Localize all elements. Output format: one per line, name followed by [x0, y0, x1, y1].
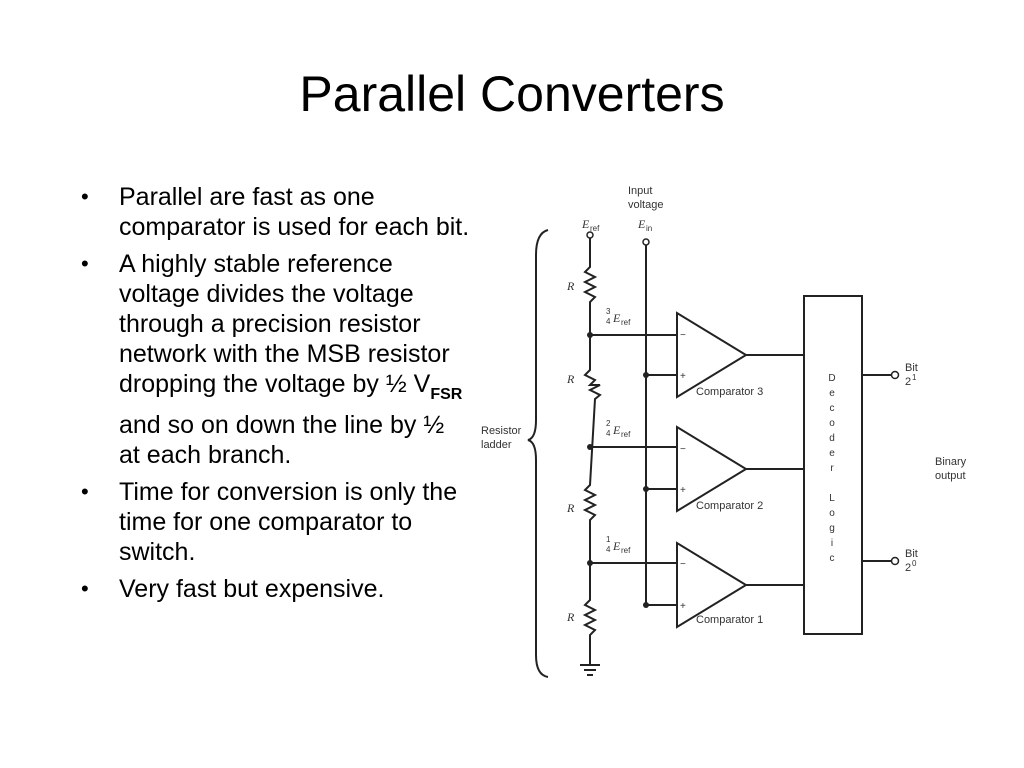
tap3-subscript: ref [621, 318, 631, 327]
ein-terminal [642, 238, 650, 246]
decoder-letter: r [830, 463, 834, 474]
tap2-numerator: 2 [606, 419, 611, 428]
bullet-item: • Parallel are fast as one comparator is… [78, 182, 470, 242]
minus-sign: − [680, 330, 686, 341]
decoder-letter: c [830, 403, 835, 414]
bit0-label: Bit [905, 548, 918, 560]
bullet-text: Parallel are fast as one comparator is u… [119, 183, 470, 241]
decoder-letter: c [830, 553, 835, 564]
eref-subscript: ref [590, 224, 600, 233]
bit1-power: 2 [905, 376, 911, 388]
bullet-text: A highly stable reference voltage divide… [119, 250, 450, 398]
minus-sign: − [680, 559, 686, 570]
input-voltage-label: Input [628, 185, 652, 197]
decoder-letter: i [831, 538, 833, 549]
comparator-2-label: Comparator 2 [696, 500, 763, 512]
tap3-denominator: 4 [606, 317, 611, 326]
tap3-e: E [612, 311, 621, 325]
junction-dot [587, 444, 593, 450]
ein-subscript: in [646, 224, 652, 233]
bullet-dot-icon: • [81, 184, 89, 209]
ground-symbol [580, 664, 600, 676]
decoder-letter: g [829, 523, 835, 534]
bullet-item: • Very fast but expensive. [78, 574, 470, 604]
bit0-exponent: 0 [912, 559, 917, 568]
eref-terminal [586, 231, 594, 239]
binary-output-label: Binary [935, 456, 967, 468]
decoder-logic-box [803, 295, 863, 635]
decoder-letter: e [829, 448, 835, 459]
decoder-letter: L [829, 493, 835, 504]
resistor-label: R [566, 279, 575, 293]
slide-title: Parallel Converters [299, 66, 725, 122]
bit1-exponent: 1 [912, 373, 917, 382]
input-voltage-label-2: voltage [628, 199, 663, 211]
junction-dot [587, 332, 593, 338]
tap2-denominator: 4 [606, 429, 611, 438]
comparator-1-triangle [676, 541, 748, 629]
comparator-1-label: Comparator 1 [696, 614, 763, 626]
bullet-text: Time for conversion is only the time for… [119, 478, 458, 566]
plus-sign: + [680, 601, 686, 612]
bullet-text-continued: and so on down the line by ½ at each bra… [119, 411, 445, 469]
bit0-terminal [890, 556, 900, 566]
flash-adc-circuit-diagram: Input voltage E ref E in R R R R Resisto… [481, 185, 967, 678]
junction-dot [643, 372, 649, 378]
tap2-e: E [612, 423, 621, 437]
decoder-letter: o [829, 418, 835, 429]
tap3-numerator: 3 [606, 307, 611, 316]
resistor-ladder-brace [527, 229, 549, 678]
decoder-letter: D [828, 373, 835, 384]
decoder-logic-label: D e c o d e r L o g i c [828, 373, 835, 564]
junction-dot [643, 602, 649, 608]
eref-label: E [581, 217, 590, 231]
decoder-letter: o [829, 508, 835, 519]
bit0-power: 2 [905, 562, 911, 574]
bullet-item: • A highly stable reference voltage divi… [78, 249, 470, 470]
tap1-subscript: ref [621, 546, 631, 555]
tap2-subscript: ref [621, 430, 631, 439]
bullet-dot-icon: • [81, 576, 89, 601]
bullet-text: Very fast but expensive. [119, 575, 385, 603]
comparator-3-label: Comparator 3 [696, 386, 763, 398]
resistor-ladder-line [582, 233, 602, 665]
ein-label: E [637, 217, 646, 231]
tap1-numerator: 1 [606, 535, 611, 544]
decoder-letter: e [829, 388, 835, 399]
comparator-3-triangle [676, 311, 748, 399]
bit1-terminal [890, 370, 900, 380]
resistor-ladder-label-2: ladder [481, 439, 512, 451]
junction-dot [643, 486, 649, 492]
resistor-ladder-label: Resistor [481, 425, 522, 437]
bullet-subscript: FSR [430, 386, 463, 403]
tap1-denominator: 4 [606, 545, 611, 554]
bullet-dot-icon: • [81, 251, 89, 276]
resistor-label: R [566, 372, 575, 386]
binary-output-label-2: output [935, 470, 966, 482]
comparator-2-triangle [676, 425, 748, 513]
tap1-e: E [612, 539, 621, 553]
resistor-label: R [566, 501, 575, 515]
bullet-item: • Time for conversion is only the time f… [78, 477, 470, 567]
bullet-list: • Parallel are fast as one comparator is… [78, 182, 470, 611]
bullet-dot-icon: • [81, 479, 89, 504]
bit1-label: Bit [905, 362, 918, 374]
plus-sign: + [680, 371, 686, 382]
junction-dot [587, 560, 593, 566]
plus-sign: + [680, 485, 686, 496]
decoder-letter: d [829, 433, 835, 444]
resistor-label: R [566, 610, 575, 624]
minus-sign: − [680, 444, 686, 455]
